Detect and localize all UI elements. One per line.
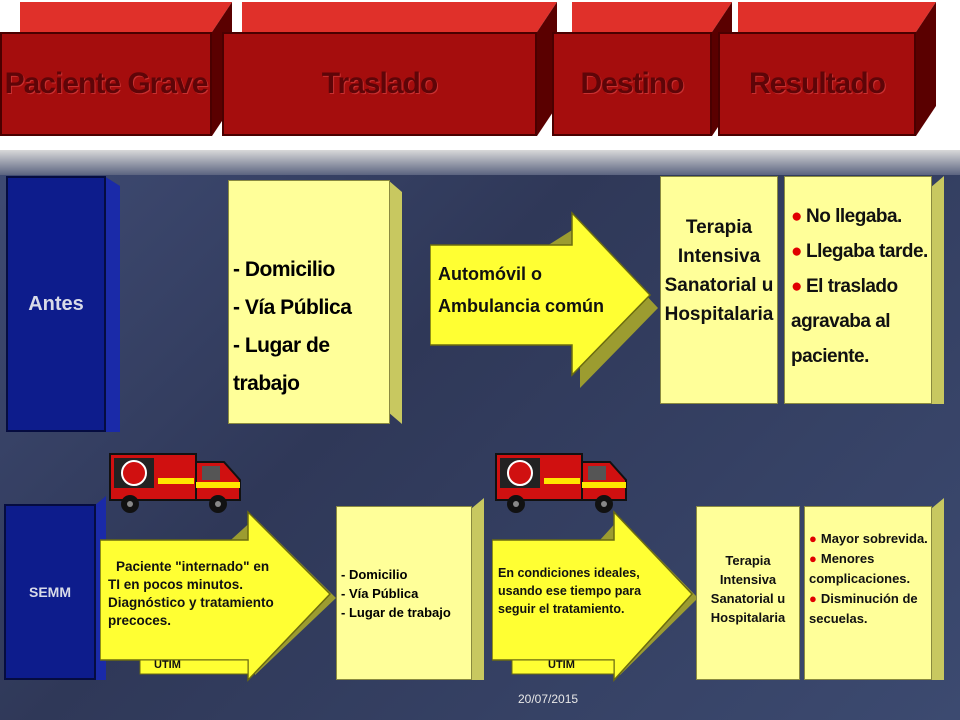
utim-label: UTIM <box>154 659 181 671</box>
row-label-text: Antes <box>28 292 84 315</box>
utim-label: UTIM <box>548 659 575 671</box>
destination-line: Intensiva <box>677 246 761 267</box>
result-item: ●Llegaba tarde. <box>791 241 928 262</box>
result-text: Mayor sobrevida. <box>820 531 928 546</box>
origin-item: - Lugar de trabajo <box>341 605 451 620</box>
footer-date: 20/07/2015 <box>518 692 579 706</box>
origin-box-semm: - Domicilio - Vía Pública - Lugar de tra… <box>336 506 472 680</box>
result-item: ●Disminución de secuelas. <box>809 591 918 626</box>
patient-line: Diagnóstico y tratamiento <box>108 595 274 610</box>
box-side <box>932 498 944 680</box>
result-item: ●Mayor sobrevida. <box>809 531 928 546</box>
row-label-antes: Antes <box>6 176 106 432</box>
result-item: ●El traslado agravaba al paciente. <box>791 276 898 367</box>
row-label-semm: SEMM <box>4 504 96 680</box>
ambulance-icon <box>495 453 627 513</box>
origin-item: - Domicilio <box>233 258 335 281</box>
destination-line: Terapia <box>685 217 753 238</box>
header-label: Traslado <box>321 67 438 100</box>
transport-arrow-semm <box>492 510 698 682</box>
patient-line: Paciente "internado" en <box>116 559 270 574</box>
header-label: Paciente Grave <box>4 67 209 100</box>
destination-box-semm: Terapia Intensiva Sanatorial u Hospitala… <box>696 506 800 680</box>
result-text: Menores complicaciones. <box>809 551 911 586</box>
result-item: ●No llegaba. <box>791 206 902 227</box>
result-text: Llegaba tarde. <box>805 241 928 262</box>
origin-item: - Vía Pública <box>341 586 419 601</box>
header-label: Resultado <box>748 67 886 100</box>
destination-line: Hospitalaria <box>710 610 786 625</box>
header-label: Destino <box>580 67 684 100</box>
header-traslado: Traslado <box>222 2 557 136</box>
patient-arrow <box>100 510 336 682</box>
origin-box-antes: - Domicilio - Vía Pública - Lugar de tra… <box>228 180 390 424</box>
result-item: ●Menores complicaciones. <box>809 551 911 586</box>
destination-line: Sanatorial u <box>710 591 786 606</box>
box-side <box>930 176 944 404</box>
row-label-text: SEMM <box>29 584 71 600</box>
transport-line: En condiciones ideales, <box>498 566 640 580</box>
transport-line: seguir el tratamiento. <box>498 602 625 616</box>
header-destino: Destino <box>552 2 732 136</box>
box-side <box>472 498 484 680</box>
patient-line: TI en pocos minutos. <box>108 577 244 592</box>
box-side <box>388 180 402 424</box>
ambulance-icon <box>109 453 241 513</box>
header-band-shadow <box>0 150 960 175</box>
destination-box-antes: Terapia Intensiva Sanatorial u Hospitala… <box>660 176 778 404</box>
header-resultado: Resultado <box>718 2 936 136</box>
header-paciente-grave: Paciente Grave <box>0 2 232 136</box>
result-text: El traslado agravaba al paciente. <box>791 276 898 367</box>
origin-item: - Lugar de trabajo <box>233 334 330 395</box>
result-text: Disminución de secuelas. <box>809 591 918 626</box>
transport-text-semm: En condiciones ideales, usando ese tiemp… <box>498 564 641 618</box>
destination-line: Hospitalaria <box>664 304 774 325</box>
patient-text: Paciente "internado" en TI en pocos minu… <box>108 558 274 630</box>
result-text: No llegaba. <box>805 206 902 227</box>
transport-line: Ambulancia común <box>438 296 605 316</box>
origin-item: - Domicilio <box>341 567 408 582</box>
origin-item: - Vía Pública <box>233 296 352 319</box>
result-box-semm: ●Mayor sobrevida. ●Menores complicacione… <box>804 506 932 680</box>
transport-line: usando ese tiempo para <box>498 584 642 598</box>
transport-line: Automóvil o <box>438 264 542 284</box>
transport-arrow-antes <box>430 211 658 388</box>
destination-line: Sanatorial u <box>664 275 774 296</box>
destination-line: Intensiva <box>719 572 777 587</box>
result-box-antes: ●No llegaba. ●Llegaba tarde. ●El traslad… <box>784 176 932 404</box>
label-side <box>104 176 120 432</box>
patient-line: precoces. <box>108 613 172 628</box>
destination-line: Terapia <box>725 553 771 568</box>
transport-text-antes: Automóvil o Ambulancia común <box>438 258 604 322</box>
